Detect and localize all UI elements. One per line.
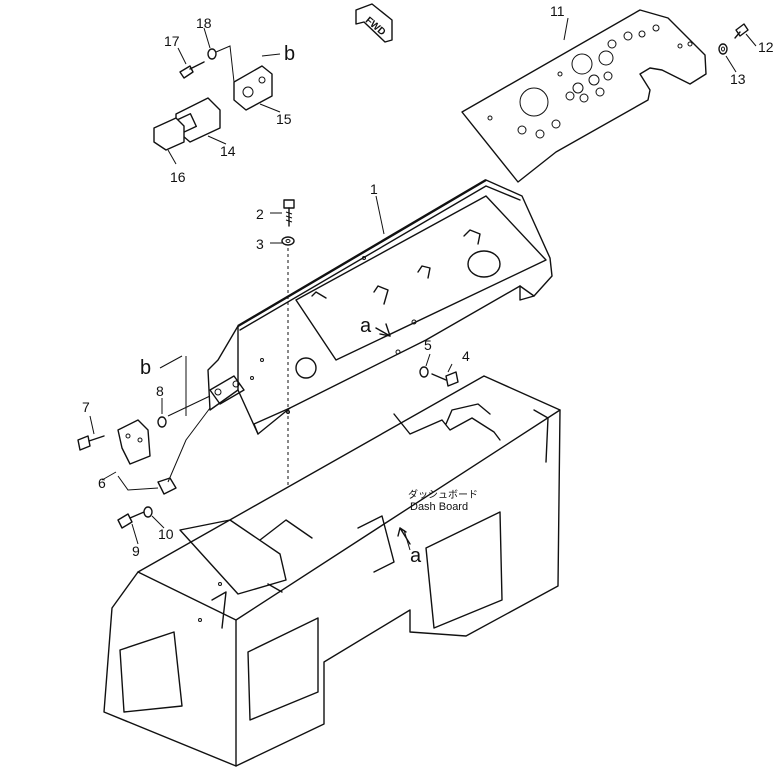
callout-7: 7 [82, 399, 90, 415]
view-b-label-top: b [284, 43, 295, 65]
dash-board-jp-label: ダッシュボード [408, 488, 478, 501]
callout-4: 4 [462, 348, 470, 364]
callout-17: 17 [164, 33, 180, 49]
dash-board-en-label: Dash Board [410, 501, 468, 513]
bolt-7 [77, 435, 105, 451]
switch-14 [153, 97, 221, 151]
panel-plate-11 [461, 9, 707, 183]
washer-8 [157, 416, 167, 428]
bolt-9 [117, 511, 145, 529]
callout-15: 15 [276, 111, 292, 127]
switch-bracket-15 [233, 65, 273, 111]
callout-10: 10 [158, 526, 174, 542]
callout-8: 8 [156, 383, 164, 399]
callout-11: 11 [550, 3, 565, 19]
leader-lines [89, 17, 757, 551]
view-b-label-left: b [140, 357, 151, 379]
callout-1: 1 [370, 181, 378, 197]
washer-18 [207, 48, 217, 60]
washer-10 [143, 506, 153, 518]
callout-6: 6 [98, 475, 106, 491]
dashboard-housing-1 [207, 178, 553, 435]
callout-3: 3 [256, 236, 264, 252]
bolt-17 [179, 61, 205, 79]
callout-12: 12 [758, 39, 774, 55]
callout-18: 18 [196, 15, 212, 31]
callout-14: 14 [220, 143, 236, 159]
washer-3 [281, 236, 295, 246]
callout-9: 9 [132, 543, 140, 559]
bolt-4 [431, 371, 459, 387]
callout-16: 16 [170, 169, 186, 185]
screw-12 [734, 23, 749, 39]
view-a-arrowhead-icon [379, 323, 391, 337]
callout-2: 2 [256, 206, 264, 222]
view-a-label-top: a [360, 315, 372, 337]
bolt-2 [283, 199, 295, 227]
washer-5 [419, 366, 429, 378]
washer-13 [718, 43, 728, 55]
callout-5: 5 [424, 337, 432, 353]
view-a-arrow-icon [375, 327, 391, 337]
dash-board-body [103, 375, 561, 767]
view-a-label-bottom: a [410, 545, 422, 567]
callout-13: 13 [730, 71, 746, 87]
view-a-arrow-lower-icon [397, 527, 411, 545]
bracket-6 [117, 419, 177, 495]
fwd-arrow-icon: FWD [355, 3, 393, 43]
